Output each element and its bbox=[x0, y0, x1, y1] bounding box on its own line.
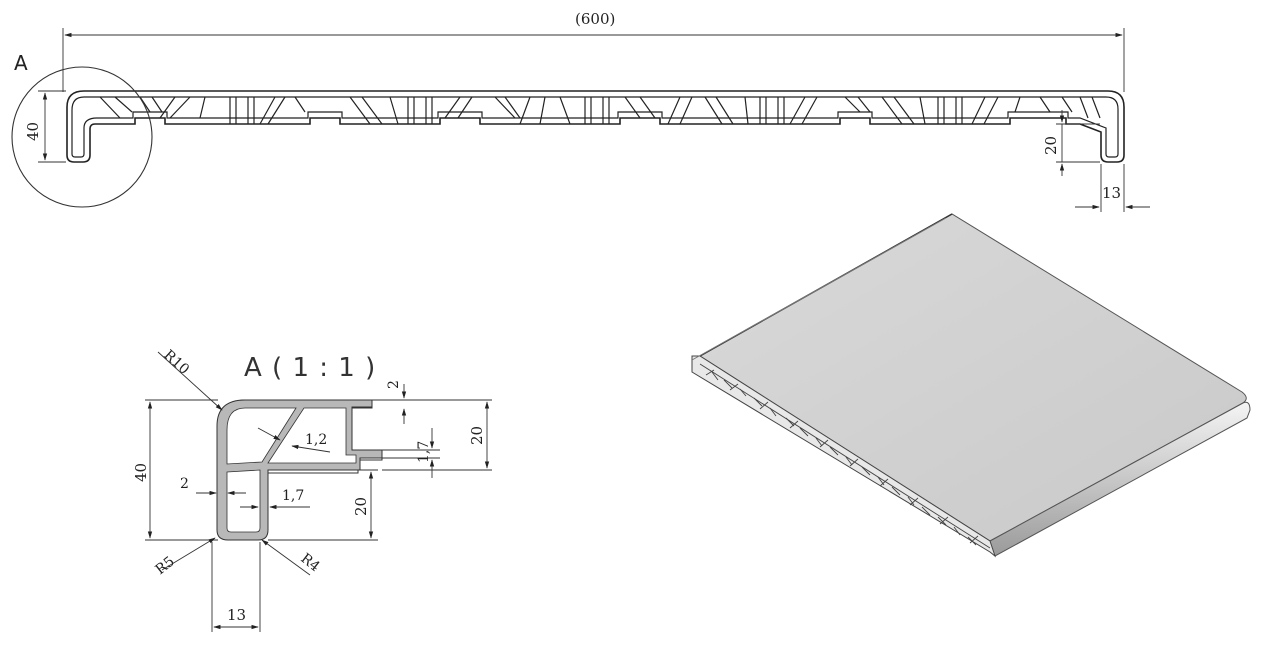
detail-radius-top-label: R10 bbox=[160, 347, 192, 378]
iso-back-edge-lower bbox=[691, 217, 947, 361]
detail-top-thickness-label: 2 bbox=[386, 380, 402, 389]
isometric-sill-view bbox=[691, 213, 1251, 558]
detail-wall-left-label: 2 bbox=[180, 476, 189, 492]
overall-width-label: (600) bbox=[575, 10, 615, 28]
detail-dimensions bbox=[145, 351, 492, 632]
section-label-a: A bbox=[14, 51, 28, 75]
detail-middle-cavity bbox=[267, 407, 357, 464]
iso-side-ribs bbox=[699, 363, 991, 549]
detail-circle-a bbox=[11, 66, 153, 208]
detail-radius-br-label: R4 bbox=[298, 551, 323, 576]
section-ribs bbox=[99, 96, 1101, 125]
detail-lower-cavity bbox=[226, 469, 261, 533]
overall-width-dimension bbox=[62, 28, 1125, 92]
detail-bottom-width-label: 13 bbox=[227, 606, 246, 624]
detail-top-height-label: 20 bbox=[468, 426, 486, 445]
detail-radius-bl-label: R5 bbox=[153, 554, 178, 579]
right-width-dimension bbox=[1075, 164, 1150, 212]
detail-lower-height-label: 20 bbox=[352, 497, 370, 516]
detail-rib-label: 1,2 bbox=[305, 432, 327, 448]
right-height-dimension bbox=[1056, 110, 1100, 176]
full-section-view bbox=[66, 90, 1125, 163]
detail-wall-inner-label: 1,7 bbox=[282, 488, 304, 504]
detail-height-label: 40 bbox=[132, 463, 150, 482]
detail-upper-cavity bbox=[226, 407, 297, 465]
left-height-label: 40 bbox=[24, 122, 42, 141]
section-top-skin bbox=[66, 90, 1125, 163]
left-height-dimension bbox=[38, 90, 66, 163]
section-inner-skin bbox=[71, 96, 1119, 158]
right-height-label: 20 bbox=[1042, 136, 1060, 155]
right-width-label: 13 bbox=[1102, 184, 1121, 202]
detail-title: A ( 1 : 1 ) bbox=[244, 353, 376, 383]
iso-top-face bbox=[699, 213, 1247, 542]
detail-step-thickness-label: 1,7 bbox=[416, 441, 432, 463]
